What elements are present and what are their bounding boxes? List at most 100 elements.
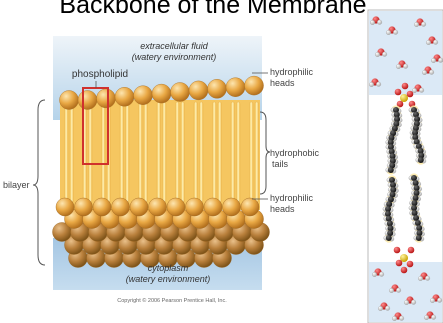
hydrogen-atom <box>386 30 391 35</box>
hydrophilic-head <box>78 91 97 110</box>
carbon-atom <box>418 157 424 163</box>
hydrophilic-head <box>115 87 134 106</box>
hydrogen-atom <box>392 316 397 321</box>
oxygen-atom <box>407 91 414 98</box>
lipid-tail <box>139 102 143 202</box>
hydrophilic-head <box>171 83 190 102</box>
bottom-heads-label-1: hydrophilic <box>270 193 314 203</box>
lipid-tail <box>70 102 74 202</box>
hydrogen-atom <box>431 58 436 63</box>
top-heads-label-1: hydrophilic <box>270 67 314 77</box>
hydrogen-atom <box>431 315 436 320</box>
lipid-tail <box>231 102 235 202</box>
hydrogen-atom <box>412 88 417 93</box>
oxygen-atom <box>401 267 408 274</box>
carbon-atom <box>414 190 420 196</box>
bottom-heads-label-2: heads <box>270 204 295 214</box>
carbon-atom <box>386 235 392 241</box>
lipid-tail <box>102 102 106 202</box>
tails-label-2: tails <box>272 159 289 169</box>
oxygen-atom <box>408 247 415 254</box>
lipid-tail <box>144 102 148 202</box>
hydrophilic-head <box>226 78 245 97</box>
hydrogen-atom <box>438 58 443 63</box>
hydrophilic-head <box>97 89 116 108</box>
carbon-atom <box>415 220 421 226</box>
hydrogen-atom <box>425 276 430 281</box>
hydrophilic-head <box>186 198 204 216</box>
oxygen-atom <box>396 260 403 267</box>
hydrogen-atom <box>429 70 434 75</box>
lipid-tail <box>120 102 124 202</box>
hydrogen-atom <box>396 64 401 69</box>
hydrophilic-head <box>60 91 79 110</box>
hydrophilic-head <box>130 198 148 216</box>
hydrophilic-head <box>112 198 130 216</box>
hydrogen-atom <box>419 88 424 93</box>
cytoplasm-label-line1: cytoplasm <box>148 263 189 273</box>
hydrophilic-head <box>75 198 93 216</box>
lipid-tail <box>126 102 130 202</box>
lipid-tail <box>163 102 167 202</box>
hydrophilic-head <box>149 198 167 216</box>
hydrogen-atom <box>393 30 398 35</box>
hydrogen-atom <box>375 52 380 57</box>
phospholipid-label: phospholipid <box>72 69 128 80</box>
hydrogen-atom <box>404 300 409 305</box>
lipid-tail <box>89 102 93 202</box>
hydrogen-atom <box>389 288 394 293</box>
hydrogen-atom <box>385 306 390 311</box>
hydrogen-atom <box>430 298 435 303</box>
hydrophilic-head <box>152 84 171 103</box>
extracellular-label-line1: extracellular fluid <box>140 41 209 51</box>
oxygen-atom <box>395 89 402 96</box>
hydrophilic-head <box>56 198 74 216</box>
lipid-tail <box>181 102 185 202</box>
top-heads-label-2: heads <box>270 78 295 88</box>
phosphorus-atom <box>400 94 408 102</box>
hydrophilic-head <box>93 198 111 216</box>
lipid-tail <box>213 102 217 202</box>
hydrogen-atom <box>424 315 429 320</box>
hydrophilic-head <box>208 79 227 98</box>
hydrogen-atom <box>437 298 442 303</box>
oxygen-atom <box>402 83 409 90</box>
carbon-atom <box>413 180 419 186</box>
hydrogen-atom <box>414 22 419 27</box>
hydrogen-atom <box>396 288 401 293</box>
hydrogen-atom <box>382 52 387 57</box>
hydrogen-atom <box>376 82 381 87</box>
lipid-tail <box>194 102 198 202</box>
carbon-atom <box>388 167 394 173</box>
lipid-tail <box>65 102 69 202</box>
lipid-tail <box>237 102 241 202</box>
lipid-tail <box>200 102 204 202</box>
hydrogen-atom <box>372 272 377 277</box>
tails-label-1: hydrophobic <box>270 148 320 158</box>
hydrophilic-head <box>223 198 241 216</box>
lipid-tail <box>250 102 254 202</box>
hydrogen-atom <box>421 22 426 27</box>
molecular-model-panel <box>368 10 443 323</box>
oxygen-atom <box>394 247 401 254</box>
lipid-tail <box>157 102 161 202</box>
hydrogen-atom <box>411 300 416 305</box>
hydrophilic-head <box>134 86 153 105</box>
hydrophilic-head <box>189 81 208 100</box>
lipid-tail <box>255 102 259 202</box>
carbon-atom <box>413 195 419 201</box>
lipid-tail <box>176 102 180 202</box>
hydrogen-atom <box>377 20 382 25</box>
hydrophilic-head <box>167 198 185 216</box>
hydrogen-atom <box>426 40 431 45</box>
hydrophilic-head <box>241 198 259 216</box>
cytoplasm-label-line2: (watery environment) <box>126 274 211 284</box>
copyright-text: Copyright © 2006 Pearson Prentice Hall, … <box>117 297 227 304</box>
hydrophilic-head <box>204 198 222 216</box>
carbon-atom <box>416 235 422 241</box>
bilayer-label: bilayer <box>3 180 30 190</box>
bilayer-bracket <box>33 100 45 265</box>
lipid-tail <box>218 102 222 202</box>
